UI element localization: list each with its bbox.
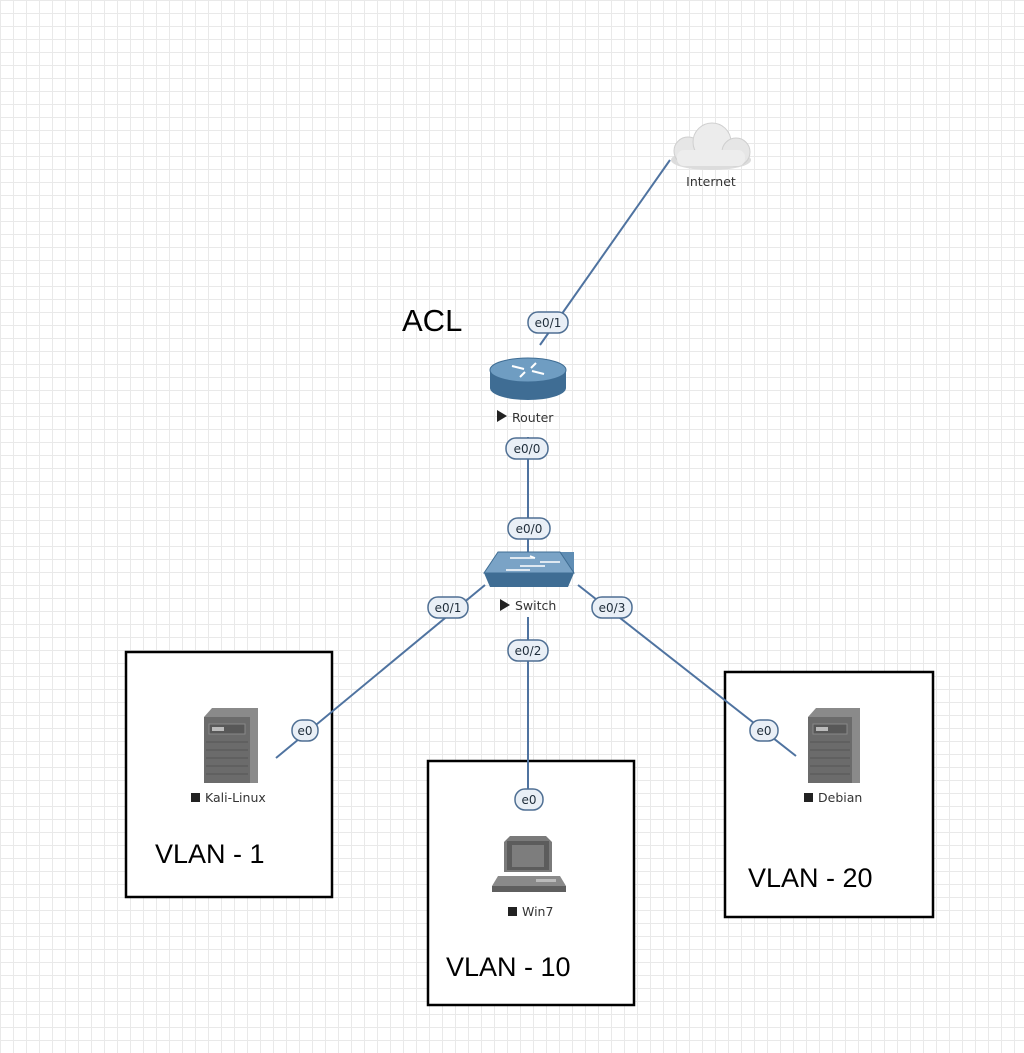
acl-annotation: ACL xyxy=(402,303,462,338)
vlan-20-label: VLAN - 20 xyxy=(748,863,873,893)
kali-stop-icon[interactable] xyxy=(191,793,200,802)
debian-node[interactable]: Debian xyxy=(804,708,862,805)
vlan-10-label: VLAN - 10 xyxy=(446,952,571,982)
internet-node[interactable]: Internet xyxy=(671,122,751,189)
switch-icon xyxy=(483,551,575,587)
svg-text:e0/1: e0/1 xyxy=(435,601,462,615)
kali-node[interactable]: Kali-Linux xyxy=(191,708,266,805)
port-switch-e01[interactable]: e0/1 xyxy=(427,596,469,619)
switch-node[interactable]: Switch xyxy=(483,551,575,613)
cloud-icon xyxy=(671,122,751,170)
win7-stop-icon[interactable] xyxy=(508,907,517,916)
router-node[interactable]: Router xyxy=(489,357,567,425)
port-router-e00[interactable]: e0/0 xyxy=(505,437,549,460)
svg-text:e0/0: e0/0 xyxy=(514,442,541,456)
router-label: Router xyxy=(512,410,554,425)
kali-label: Kali-Linux xyxy=(205,790,266,805)
vlan-1-label: VLAN - 1 xyxy=(155,839,265,869)
desktop-pc-icon xyxy=(492,836,566,892)
port-switch-e02[interactable]: e0/2 xyxy=(507,639,549,662)
svg-text:e0/1: e0/1 xyxy=(535,316,562,330)
router-icon xyxy=(489,357,567,400)
port-switch-e00[interactable]: e0/0 xyxy=(507,517,551,540)
debian-stop-icon[interactable] xyxy=(804,793,813,802)
server-icon xyxy=(204,708,258,783)
switch-play-icon[interactable] xyxy=(500,599,510,611)
port-router-e01[interactable]: e0/1 xyxy=(527,311,569,334)
port-switch-e03[interactable]: e0/3 xyxy=(591,596,633,619)
win7-node[interactable]: Win7 xyxy=(492,836,566,919)
switch-label: Switch xyxy=(515,598,556,613)
router-play-icon[interactable] xyxy=(497,410,507,422)
server-icon xyxy=(808,708,860,783)
win7-label: Win7 xyxy=(522,904,553,919)
svg-text:e0: e0 xyxy=(297,724,312,738)
svg-text:e0/2: e0/2 xyxy=(515,644,542,658)
links xyxy=(275,159,797,790)
svg-text:e0/0: e0/0 xyxy=(516,522,543,536)
debian-label: Debian xyxy=(818,790,862,805)
svg-text:e0: e0 xyxy=(756,724,771,738)
svg-text:e0/3: e0/3 xyxy=(599,601,626,615)
port-debian-e0[interactable]: e0 xyxy=(749,719,779,742)
internet-label: Internet xyxy=(686,174,736,189)
port-kali-e0[interactable]: e0 xyxy=(291,719,319,742)
svg-text:e0: e0 xyxy=(521,793,536,807)
port-win7-e0[interactable]: e0 xyxy=(514,788,544,811)
